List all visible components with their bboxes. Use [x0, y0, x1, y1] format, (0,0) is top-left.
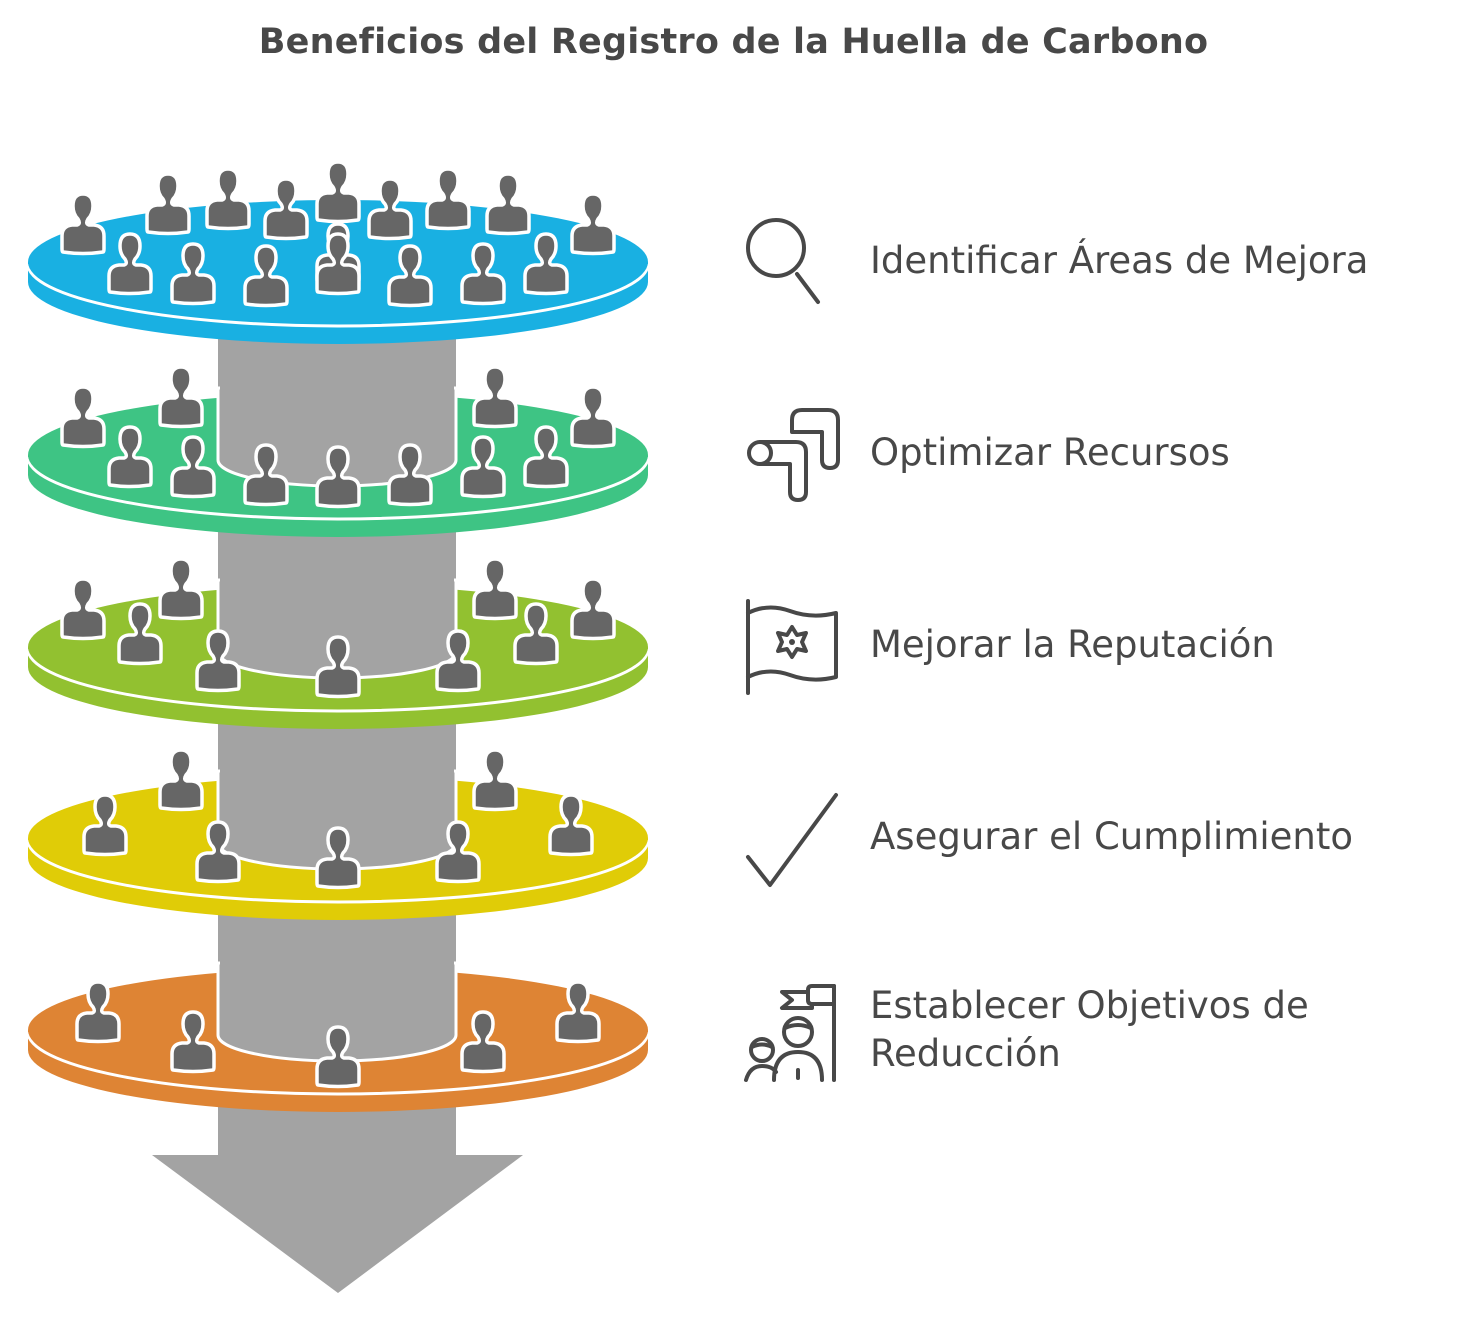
team-flag-icon [744, 984, 836, 1082]
person-icon [107, 232, 153, 296]
layer-disc-2 [26, 365, 650, 537]
person-icon [315, 826, 361, 890]
person-icon [570, 192, 616, 256]
person-icon [82, 793, 128, 857]
person-icon [570, 577, 616, 641]
benefit-label: Mejorar la Reputación [870, 623, 1275, 666]
person-icon [315, 445, 361, 509]
person-icon [387, 443, 433, 507]
person-icon [435, 820, 481, 884]
person-icon [205, 167, 251, 231]
person-icon [570, 385, 616, 449]
benefit-row-optimize: Optimizar Recursos [740, 400, 1460, 510]
person-icon [263, 177, 309, 241]
disc-rim [26, 263, 650, 328]
person-icon [460, 242, 506, 306]
person-icon [425, 167, 471, 231]
person-icon [158, 365, 204, 429]
layer-disc-3 [26, 557, 650, 729]
person-icon [513, 602, 559, 666]
layer-disc-1 [26, 160, 650, 344]
benefit-row-identify: Identificar Áreas de Mejora [740, 208, 1460, 318]
person-icon [75, 980, 121, 1044]
diagram-title: Beneficios del Registro de la Huella de … [258, 22, 1209, 62]
disc-rim [26, 648, 650, 713]
person-icon [60, 192, 106, 256]
person-icon [145, 172, 191, 236]
person-icon [485, 172, 531, 236]
person-icon [548, 793, 594, 857]
person-icon [170, 242, 216, 306]
magnifying-glass-icon [746, 218, 820, 304]
person-icon [460, 1010, 506, 1074]
benefit-label: Establecer Objetivos de Reducción [870, 984, 1309, 1075]
person-icon [472, 557, 518, 621]
layered-funnel-diagram [26, 160, 650, 1293]
benefit-label: Asegurar el Cumplimiento [870, 815, 1354, 858]
person-icon [243, 244, 289, 308]
pipes-icon [747, 408, 840, 502]
disc-rim [26, 1031, 650, 1096]
person-icon [523, 232, 569, 296]
disc-rim [26, 456, 650, 521]
person-icon [460, 435, 506, 499]
person-icon [472, 748, 518, 812]
person-icon [243, 443, 289, 507]
flag-badge-icon [746, 599, 838, 695]
person-icon [367, 177, 413, 241]
person-icon [523, 425, 569, 489]
layer-disc-4 [26, 748, 650, 920]
person-icon [435, 629, 481, 693]
person-icon [60, 385, 106, 449]
person-icon [315, 232, 361, 296]
benefit-row-goals: Establecer Objetivos de Reducción [740, 980, 1460, 1090]
person-icon [60, 577, 106, 641]
disc-rim [26, 839, 650, 904]
checkmark-icon [746, 793, 838, 887]
person-icon [315, 160, 361, 224]
person-icon [107, 425, 153, 489]
benefit-label: Identificar Áreas de Mejora [870, 239, 1369, 282]
person-icon [315, 1025, 361, 1089]
person-icon [195, 629, 241, 693]
person-icon [158, 557, 204, 621]
person-icon [195, 820, 241, 884]
person-icon [472, 365, 518, 429]
person-icon [117, 602, 163, 666]
person-icon [170, 1010, 216, 1074]
benefit-row-compliance: Asegurar el Cumplimiento [740, 787, 1460, 897]
layer-disc-5 [26, 958, 650, 1112]
down-arrow [152, 1102, 523, 1293]
benefit-row-reputation: Mejorar la Reputación [740, 595, 1460, 705]
person-icon [170, 435, 216, 499]
benefit-label: Optimizar Recursos [870, 431, 1230, 474]
person-icon [315, 635, 361, 699]
person-icon [158, 748, 204, 812]
person-icon [387, 244, 433, 308]
person-icon [555, 980, 601, 1044]
